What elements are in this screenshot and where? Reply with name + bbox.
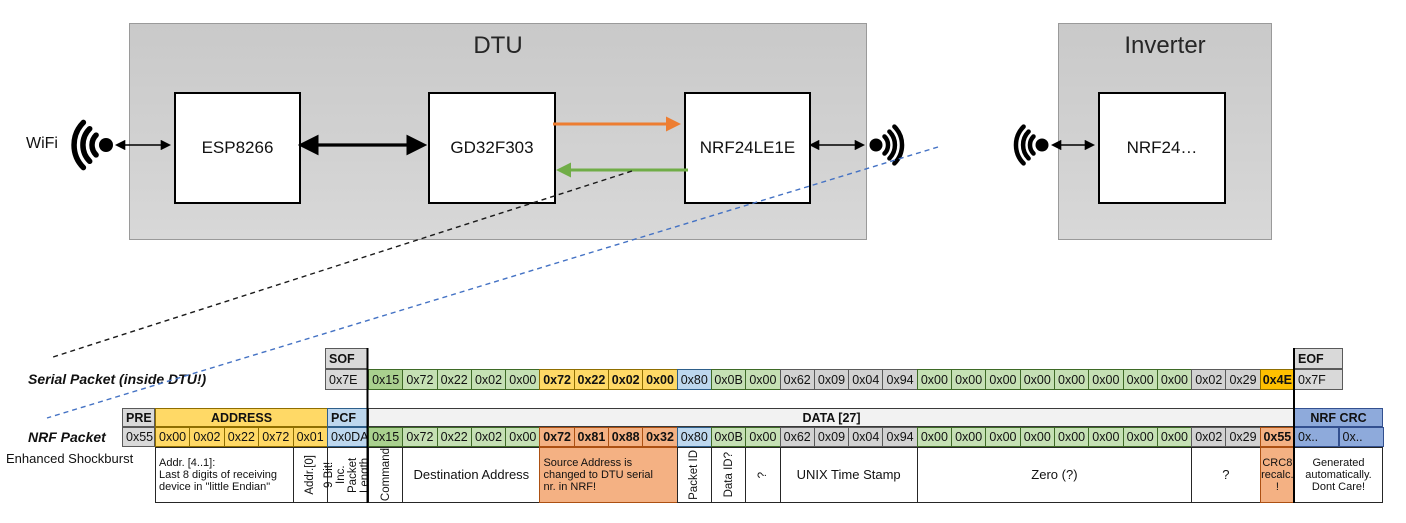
annotation-unix-time: UNIX Time Stamp [779, 447, 918, 503]
annotation-data-id: Data ID? [710, 447, 747, 503]
annotation-zero: Zero (?) [916, 447, 1193, 503]
nrf-byte-cell: 0x00 [916, 427, 953, 447]
serial-byte-cell: 0x22 [436, 369, 472, 390]
nrf-packet-label: NRF Packet [28, 429, 106, 445]
nrf-byte-cell: 0x02 [1191, 427, 1227, 447]
serial-byte-cell: 0x00 [1088, 369, 1124, 390]
annotation-src-addr: Source Address is changed to DTU serial … [539, 447, 678, 503]
annotation-pcf-note: 9 Bit! Inc. Packet Length [323, 447, 372, 503]
nrf-byte-cell: 0x29 [1225, 427, 1261, 447]
serial-byte-cell: 0x00 [745, 369, 781, 390]
sof-header: SOF [325, 348, 368, 369]
annotation-q-tail: ? [1191, 447, 1261, 503]
nrf-byte-cell: 0x72 [402, 427, 438, 447]
nrf-byte-cell: 0x72 [539, 427, 575, 447]
nrf-byte-cell: 0x94 [882, 427, 918, 447]
eof-header: EOF [1294, 348, 1343, 369]
annotation-crc-gen: Generated automatically. Dont Care! [1294, 447, 1383, 503]
nrf-address-cell: 0x72 [258, 427, 294, 447]
annotation-addr0: Addr.[0] [292, 447, 328, 503]
nrf-byte-cell: 0x00 [1122, 427, 1158, 447]
serial-byte-cell: 0x09 [813, 369, 850, 390]
serial-byte-cell: 0x94 [882, 369, 918, 390]
nrf-byte-cell: 0x00 [1088, 427, 1124, 447]
nrf-byte-cell: 0x00 [505, 427, 541, 447]
annotation-q-byte: ? [745, 447, 781, 503]
serial-byte-cell: 0x00 [1122, 369, 1158, 390]
nrf-byte-cell: 0x00 [951, 427, 987, 447]
serial-byte-cell: 0x22 [573, 369, 610, 390]
serial-byte-cell: 0x02 [1191, 369, 1227, 390]
nrf-byte-cell: 0x15 [368, 427, 404, 447]
nrf-address-cell: 0x01 [292, 427, 328, 447]
address-header: ADDRESS [155, 408, 328, 427]
serial-byte-cell: 0x00 [1156, 369, 1193, 390]
serial-byte-cell: 0x02 [470, 369, 507, 390]
nrf-address-cell: 0x22 [223, 427, 260, 447]
serial-byte-cell: 0x00 [505, 369, 541, 390]
serial-byte-cell: 0x02 [608, 369, 644, 390]
dtu-title: DTU [473, 32, 523, 59]
nrf-byte-cell: 0x55 [1259, 427, 1295, 447]
serial-byte-cell: 0x29 [1225, 369, 1261, 390]
pcf-value: 0x0DA [327, 427, 369, 447]
device-inverter-nrf24: NRF24… [1098, 92, 1226, 204]
eof-value: 0x7F [1294, 369, 1343, 390]
enhanced-shockburst-label: Enhanced Shockburst [6, 451, 134, 466]
annotation-command: Command [368, 447, 404, 503]
annotation-packet-id: Packet ID [676, 447, 712, 503]
nrf-byte-cell: 0x62 [779, 427, 815, 447]
serial-byte-cell: 0x72 [402, 369, 438, 390]
serial-byte-cell: 0x00 [951, 369, 987, 390]
nrf-byte-cell: 0x80 [676, 427, 712, 447]
nrf-address-cell: 0x00 [155, 427, 191, 447]
nrf-byte-cell: 0x00 [985, 427, 1021, 447]
annotation-crc8: CRC8 recalc. ! [1259, 447, 1295, 503]
serial-byte-cell: 0x62 [779, 369, 815, 390]
nrf-byte-cell: 0x09 [813, 427, 850, 447]
annotation-dest-addr: Destination Address [402, 447, 541, 503]
serial-byte-cell: 0x00 [642, 369, 678, 390]
pre-header: PRE [122, 408, 155, 427]
serial-byte-cell: 0x00 [916, 369, 953, 390]
nrf-byte-cell: 0x00 [745, 427, 781, 447]
nrf-crc-cell: 0x.. [1294, 427, 1339, 447]
nrf-address-cell: 0x02 [189, 427, 225, 447]
nrf-byte-cell: 0x04 [848, 427, 884, 447]
annotation-addr-note: Addr. [4..1]: Last 8 digits of receiving… [155, 447, 294, 503]
serial-byte-cell: 0x0B [710, 369, 747, 390]
nrf-byte-cell: 0x88 [608, 427, 644, 447]
pre-value: 0x55 [122, 427, 155, 447]
serial-byte-cell: 0x00 [985, 369, 1021, 390]
serial-byte-cell: 0x04 [848, 369, 884, 390]
inverter-title: Inverter [1124, 32, 1206, 59]
nrf-crc-header: NRF CRC [1294, 408, 1383, 427]
serial-byte-cell: 0x00 [1053, 369, 1090, 390]
nrf-crc-cell: 0x.. [1338, 427, 1384, 447]
serial-byte-cell: 0x15 [368, 369, 404, 390]
pcf-header: PCF [327, 408, 368, 427]
sof-value: 0x7E [325, 369, 368, 390]
nrf-byte-cell: 0x0B [710, 427, 747, 447]
nrf-byte-cell: 0x81 [573, 427, 610, 447]
serial-byte-cell: 0x72 [539, 369, 575, 390]
serial-byte-cell: 0x00 [1019, 369, 1055, 390]
nrf-byte-cell: 0x22 [436, 427, 472, 447]
nrf-byte-cell: 0x00 [1053, 427, 1090, 447]
data-header: DATA [27] [368, 408, 1295, 427]
nrf-byte-cell: 0x00 [1156, 427, 1193, 447]
nrf-byte-cell: 0x02 [470, 427, 507, 447]
nrf-byte-cell: 0x00 [1019, 427, 1055, 447]
serial-byte-cell: 0x80 [676, 369, 712, 390]
serial-byte-cell: 0x4E [1259, 369, 1295, 390]
nrf-byte-cell: 0x32 [642, 427, 678, 447]
